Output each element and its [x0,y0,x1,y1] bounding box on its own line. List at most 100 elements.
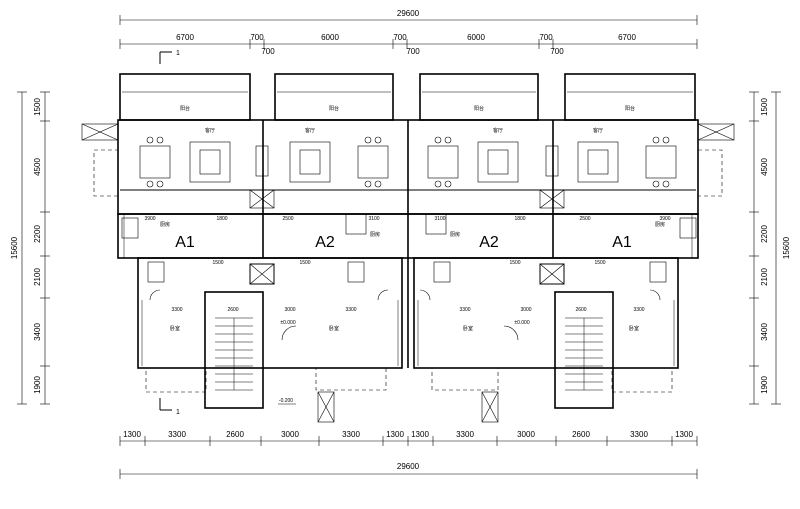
top-dim-3: 6000 [321,33,339,42]
int-dim-1500-b: 1500 [299,260,310,266]
dining-table-2 [357,145,389,179]
elevator-right [539,263,565,285]
bottom-dimension-chain: 1300 3300 2600 3000 3300 1300 1300 3300 … [119,430,698,479]
dining-table-3 [427,145,459,179]
shafts [249,145,565,209]
elevators [249,263,565,285]
left-dim-4: 2100 [33,268,42,286]
right-dim-5: 3400 [760,323,769,341]
balcony-label-1: 阳台 [180,105,190,112]
sofa-1 [189,141,231,183]
section-mark-bottom: 1 [159,398,180,416]
int-dim-3900-a: 3900 [144,216,155,222]
top-dim-4: 700 [393,33,407,42]
sofa-2 [289,141,331,183]
int-dim-1800-b: 1800 [514,216,525,222]
top-sub-dim-1: 700 [261,47,275,56]
bottom-dim-10: 2600 [572,430,590,439]
balcony-label-2: 阳台 [329,105,339,112]
dashed-outlines [93,149,723,393]
level-marks: ±0.000 ±0.000 -0.200 [278,320,530,405]
bottom-dim-4: 3000 [281,430,299,439]
right-dim-2: 4500 [760,158,769,176]
int-dim-3900-b: 3900 [659,216,670,222]
int-dim-3300-d: 3300 [633,307,644,313]
dining-table-1 [139,145,171,179]
top-dim-6: 700 [539,33,553,42]
top-sub-dim-3: 700 [550,47,564,56]
right-dim-4: 2100 [760,268,769,286]
unit-label-2: A2 [315,234,335,251]
bedroom-labels: 卧室 卧室 卧室 卧室 [170,325,639,332]
bottom-dim-12: 1300 [675,430,693,439]
top-dim-1: 6700 [176,33,194,42]
bedroom-label-1: 卧室 [170,325,180,332]
int-dim-1500-c: 1500 [509,260,520,266]
bottom-dim-5: 3300 [342,430,360,439]
overall-bottom-dim: 29600 [397,462,420,471]
section-label-top: 1 [176,50,180,57]
bottom-dim-2: 3300 [168,430,186,439]
left-dim-2: 4500 [33,158,42,176]
int-dim-3000-b: 3000 [520,307,531,313]
right-dim-1: 1500 [760,98,769,116]
balcony-2 [274,73,394,121]
int-dim-2600-b: 2600 [575,307,586,313]
sofa-3 [477,141,519,183]
balcony-4 [564,73,696,121]
top-dim-5: 6000 [467,33,485,42]
bottom-dim-8: 3300 [456,430,474,439]
left-dim-1: 1500 [33,98,42,116]
stair-towers [204,291,614,409]
unit-label-3: A2 [479,234,499,251]
bottom-dim-3: 2600 [226,430,244,439]
sofa-4 [577,141,619,183]
section-mark-top: 1 [159,50,180,64]
top-dim-7: 6700 [618,33,636,42]
doors [149,289,661,341]
bottom-dim-7: 1300 [411,430,429,439]
bottom-dim-6: 1300 [386,430,404,439]
bottom-dim-1: 1300 [123,430,141,439]
left-unit-lower-outline [137,257,403,369]
bedroom-label-4: 卧室 [629,325,639,332]
left-dim-5: 3400 [33,323,42,341]
bedroom-label-2: 卧室 [329,325,339,332]
living-label-3: 客厅 [493,127,503,134]
kitchen-label-2: 厨房 [370,231,380,238]
unit-label-1: A1 [175,234,195,251]
kitchen-label-4: 厨房 [655,221,665,228]
section-label-bottom: 1 [176,409,180,416]
int-dim-1500-d: 1500 [594,260,605,266]
kitchen-fixtures: 厨房 厨房 厨房 厨房 [121,213,697,283]
furniture: 客厅 客厅 客厅 客厅 [139,127,677,188]
unit-labels: A1 A2 A2 A1 [175,234,632,251]
right-dim-3: 2200 [760,225,769,243]
top-dimension-chain: 29600 6700 700 6000 700 6000 700 6700 70… [119,9,698,56]
balcony-label-3: 阳台 [474,105,484,112]
balcony-1 [119,73,251,121]
balcony-3 [419,73,539,121]
right-unit-lower-outline [413,257,679,369]
int-dim-3000-a: 3000 [284,307,295,313]
kitchen-label-3: 厨房 [450,231,460,238]
int-dim-2500-b: 2500 [579,216,590,222]
ac-units [81,123,735,423]
living-label-1: 客厅 [205,127,215,134]
left-dimension-chain: 15600 1500 4500 2200 2100 3400 1900 [10,91,50,405]
left-dim-6: 1900 [33,376,42,394]
dining-table-4 [645,145,677,179]
bottom-dim-9: 3000 [517,430,535,439]
bedroom-label-3: 卧室 [463,325,473,332]
level-mark-1: ±0.000 [280,320,295,326]
int-dim-1800-a: 1800 [216,216,227,222]
right-dimension-chain: 15600 1500 4500 2200 2100 3400 1900 [749,91,791,405]
stair-left [204,291,264,409]
int-dim-3300-b: 3300 [345,307,356,313]
int-dim-3300-a: 3300 [171,307,182,313]
top-sub-dim-2: 700 [406,47,420,56]
living-label-4: 客厅 [593,127,603,134]
level-mark-3: -0.200 [279,398,293,404]
